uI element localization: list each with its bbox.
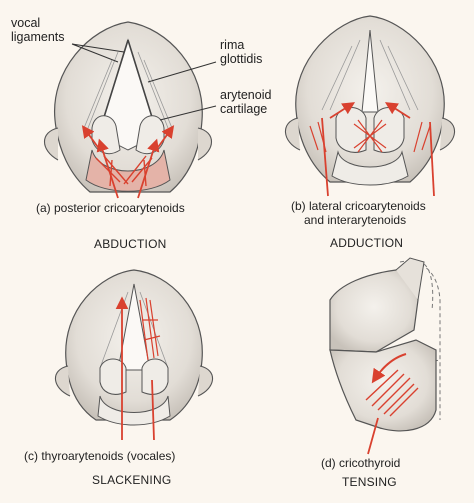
panel-d-action: TENSING [342,475,397,489]
panel-c-larynx [54,269,214,441]
panel-b-caption-line1: (b) lateral cricoarytenoids [291,199,426,213]
label-arytenoid-cartilage-line2: cartilage [220,102,268,116]
panel-a-larynx [43,21,217,199]
panel-a-caption: (a) posterior cricoarytenoids [36,201,185,215]
panel-b-larynx [284,15,456,197]
label-arytenoid-cartilage-line1: arytenoid [220,88,272,102]
panel-a-action: ABDUCTION [94,237,167,251]
panel-b-action: ADDUCTION [330,236,404,250]
panel-b-caption: (b) lateral cricoarytenoids and interary… [291,199,426,227]
panel-c-caption: (c) thyroarytenoids (vocales) [24,449,176,463]
panel-c-action: SLACKENING [92,473,172,487]
panel-d-caption: (d) cricothyroid [321,456,401,470]
label-rima-glottidis-line1: rima [220,38,245,52]
label-vocal-ligaments-line1: vocal [11,16,41,30]
label-arytenoid-cartilage: arytenoid cartilage [220,88,271,116]
label-vocal-ligaments-line2: ligaments [11,30,65,44]
panel-d-larynx [329,257,441,455]
label-rima-glottidis-line2: glottidis [220,52,263,66]
panel-b-caption-line2: and interarytenoids [304,213,407,227]
label-vocal-ligaments: vocal ligaments [11,16,65,44]
label-rima-glottidis: rima glottidis [220,38,262,66]
